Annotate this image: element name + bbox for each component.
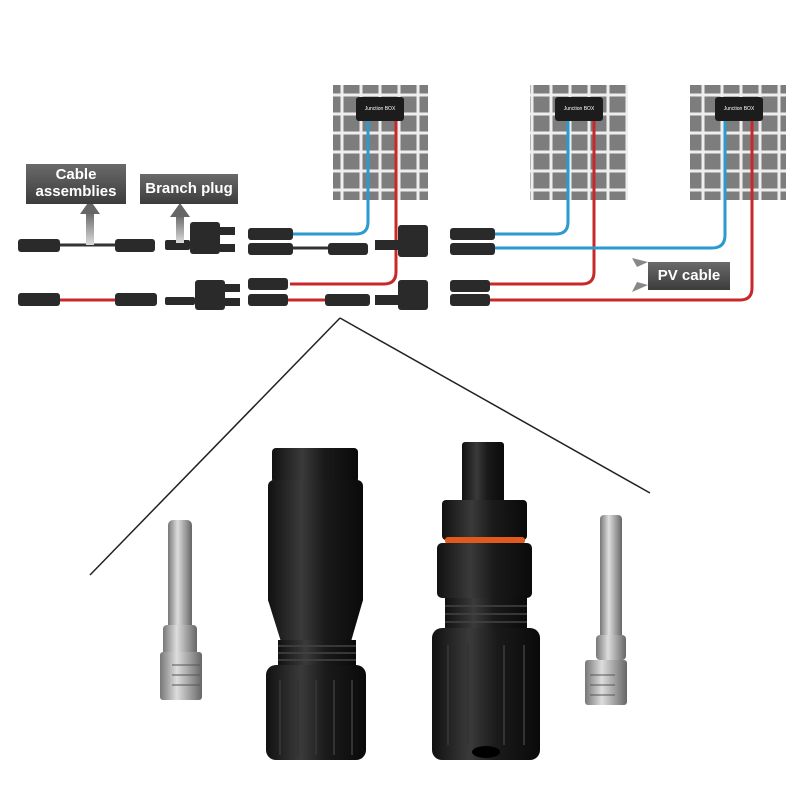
positive-wire-2 — [490, 121, 596, 286]
junction-box-label: Junction BOX — [364, 106, 396, 112]
arrow-icon — [80, 200, 648, 292]
branch-plug-4 — [398, 280, 428, 310]
branch-plug-3 — [398, 225, 428, 257]
positive-wire-3 — [490, 121, 754, 302]
junction-box-3 — [715, 97, 763, 121]
negative-wire-2 — [490, 121, 570, 236]
small-connectors — [18, 222, 495, 310]
female-pin — [160, 520, 202, 700]
junction-box-label: Junction BOX — [563, 106, 595, 112]
branch-plug-label: Branch plug — [140, 174, 238, 204]
female-connector — [266, 448, 366, 760]
junction-box-label: Junction BOX — [723, 106, 755, 112]
male-pin — [585, 515, 627, 705]
male-connector — [432, 442, 540, 760]
junction-box-2 — [555, 97, 603, 121]
pv-cable-label: PV cable — [648, 262, 730, 290]
cable-assemblies-label: Cable assemblies — [26, 164, 126, 204]
branch-plug-1 — [190, 222, 220, 254]
zoom-lines — [89, 317, 651, 576]
negative-wire-3 — [490, 121, 727, 250]
positive-wire-1 — [290, 121, 398, 286]
junction-box-1 — [356, 97, 404, 121]
branch-plug-2 — [195, 280, 225, 310]
negative-wire-1 — [290, 121, 370, 236]
